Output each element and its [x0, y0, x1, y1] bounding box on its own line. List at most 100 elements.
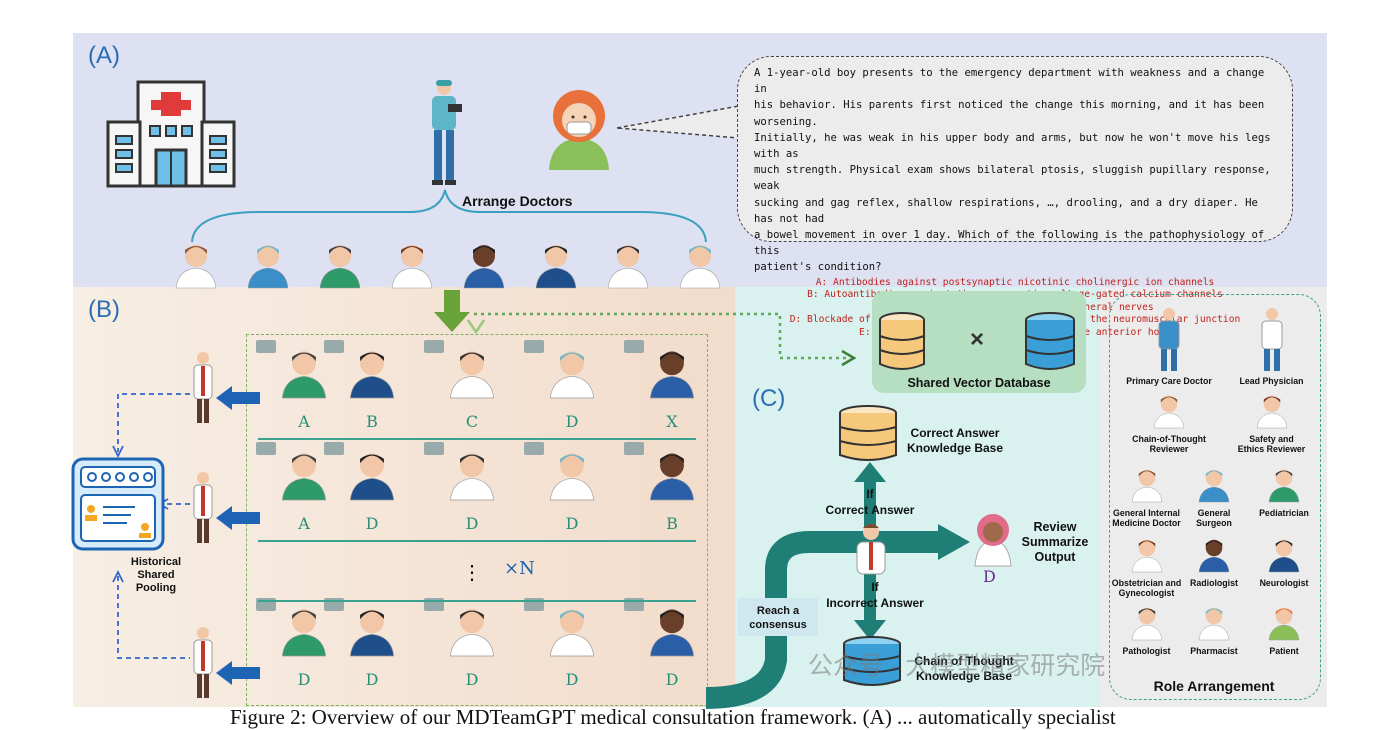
- member-doctor-icon: [646, 604, 698, 657]
- correct-kb-line: Knowledge Base: [906, 441, 1004, 455]
- speech-bubble-icon: [256, 340, 276, 353]
- member-doctor-icon: [278, 346, 330, 399]
- correct-kb-icon: [839, 405, 897, 461]
- speech-bubble-icon: [524, 340, 544, 353]
- round-divider: [258, 438, 696, 440]
- role-icon: [1254, 392, 1290, 429]
- speech-bubble-icon: [524, 442, 544, 455]
- role-label-line: General Internal: [1113, 508, 1180, 518]
- member-doctor-icon: [346, 346, 398, 399]
- review-line: Review: [1033, 520, 1077, 534]
- role-label-line: Pediatrician: [1259, 508, 1309, 518]
- cot-kb-line: Chain of Thought: [914, 654, 1014, 668]
- historical-line: Historical: [130, 556, 182, 568]
- role-icon: [1266, 604, 1302, 641]
- speech-bubble-icon: [424, 442, 444, 455]
- role-label-line: Lead Physician: [1239, 376, 1304, 386]
- if-correct-line: If: [866, 487, 874, 501]
- role-label: Pathologist: [1109, 646, 1184, 656]
- history-connectors: [112, 393, 190, 659]
- arrange-brace: [191, 189, 707, 243]
- member-doctor-icon: [646, 448, 698, 501]
- lead-doctor-icon: [432, 80, 462, 185]
- role-label-line: Primary Care Doctor: [1126, 376, 1212, 386]
- team-doctor-icon: [460, 240, 508, 289]
- watermark: 公众号 · 大模型精家研究院: [808, 652, 1106, 680]
- role-icon: [1266, 466, 1302, 503]
- arrange-doctors-label: Arrange Doctors: [462, 193, 573, 209]
- small-down-arrow-icon: [466, 319, 486, 335]
- member-answer: D: [565, 412, 579, 431]
- times-n: ×N: [504, 558, 535, 579]
- role-label: Patient: [1249, 646, 1319, 656]
- speech-bubble-icon: [324, 442, 344, 455]
- role-label-line: Pharmacist: [1190, 646, 1238, 656]
- role-label-line: Neurologist: [1259, 578, 1309, 588]
- reviewer-icon: [974, 514, 1012, 567]
- down-arrow-icon: [434, 290, 470, 332]
- team-doctor-icon: [532, 240, 580, 289]
- member-answer: D: [297, 670, 311, 689]
- center-physician-icon: [856, 524, 886, 575]
- team-doctor-icon: [388, 240, 436, 289]
- historical-line: Pooling: [135, 582, 177, 594]
- team-doctor-icon: [676, 240, 724, 289]
- speech-bubble-icon: [424, 340, 444, 353]
- answer-option: A: Antibodies against postsynaptic nicot…: [815, 276, 1215, 288]
- question-text: A 1-year-old boy presents to the emergen…: [754, 65, 1276, 276]
- role-icon: [1196, 536, 1232, 573]
- correct-kb-line: Correct Answer: [910, 426, 1000, 440]
- team-doctor-icon: [172, 240, 220, 289]
- team-doctor-icon: [316, 240, 364, 289]
- role-label-line: Surgeon: [1196, 518, 1232, 528]
- role-label-line: Patient: [1269, 646, 1299, 656]
- member-answer: D: [365, 514, 379, 533]
- lead-physician-icon: [188, 470, 218, 546]
- role-icon: [1266, 536, 1302, 573]
- role-icon: [1254, 306, 1290, 372]
- member-doctor-icon: [278, 604, 330, 657]
- left-arrow-icon: [216, 506, 260, 530]
- member-doctor-icon: [546, 448, 598, 501]
- role-label-line: Safety and: [1249, 434, 1294, 444]
- role-icon: [1151, 306, 1187, 372]
- review-line: Summarize: [1021, 535, 1089, 549]
- db-icon-right: [1025, 312, 1075, 370]
- role-icon: [1196, 604, 1232, 641]
- role-icon: [1196, 466, 1232, 503]
- db-icons: [879, 312, 1075, 370]
- if-incorrect-line: Incorrect Answer: [826, 596, 924, 610]
- question-line: sucking and gag reflex, shallow respirat…: [754, 196, 1258, 225]
- role-label-line: General: [1197, 508, 1231, 518]
- member-doctor-icon: [446, 346, 498, 399]
- consensus-line: consensus: [749, 619, 807, 631]
- team-doctor-icon: [244, 240, 292, 289]
- patient-icon: [549, 90, 609, 170]
- member-doctor-icon: [646, 346, 698, 399]
- role-label-line: Obstetrician and: [1111, 578, 1182, 588]
- question-bubble: A 1-year-old boy presents to the emergen…: [737, 56, 1293, 338]
- db-icon-left: [879, 312, 925, 370]
- role-label: Lead Physician: [1229, 376, 1314, 386]
- speech-bubble-icon: [324, 340, 344, 353]
- role-label-line: Medicine Doctor: [1112, 518, 1181, 528]
- role-label-line: Chain-of-Thought: [1132, 434, 1206, 444]
- role-label: Primary Care Doctor: [1119, 376, 1219, 386]
- role-label: Pharmacist: [1179, 646, 1249, 656]
- role-label-line: Radiologist: [1190, 578, 1238, 588]
- member-answer: D: [565, 514, 579, 533]
- member-answer: D: [665, 670, 679, 689]
- round-divider: [258, 600, 696, 602]
- role-icon: [1129, 604, 1165, 641]
- speech-pointer: [616, 105, 740, 139]
- member-answer: X: [666, 412, 678, 431]
- role-label-line: Pathologist: [1122, 646, 1171, 656]
- question-line: much strength. Physical exam shows bilat…: [754, 164, 1271, 193]
